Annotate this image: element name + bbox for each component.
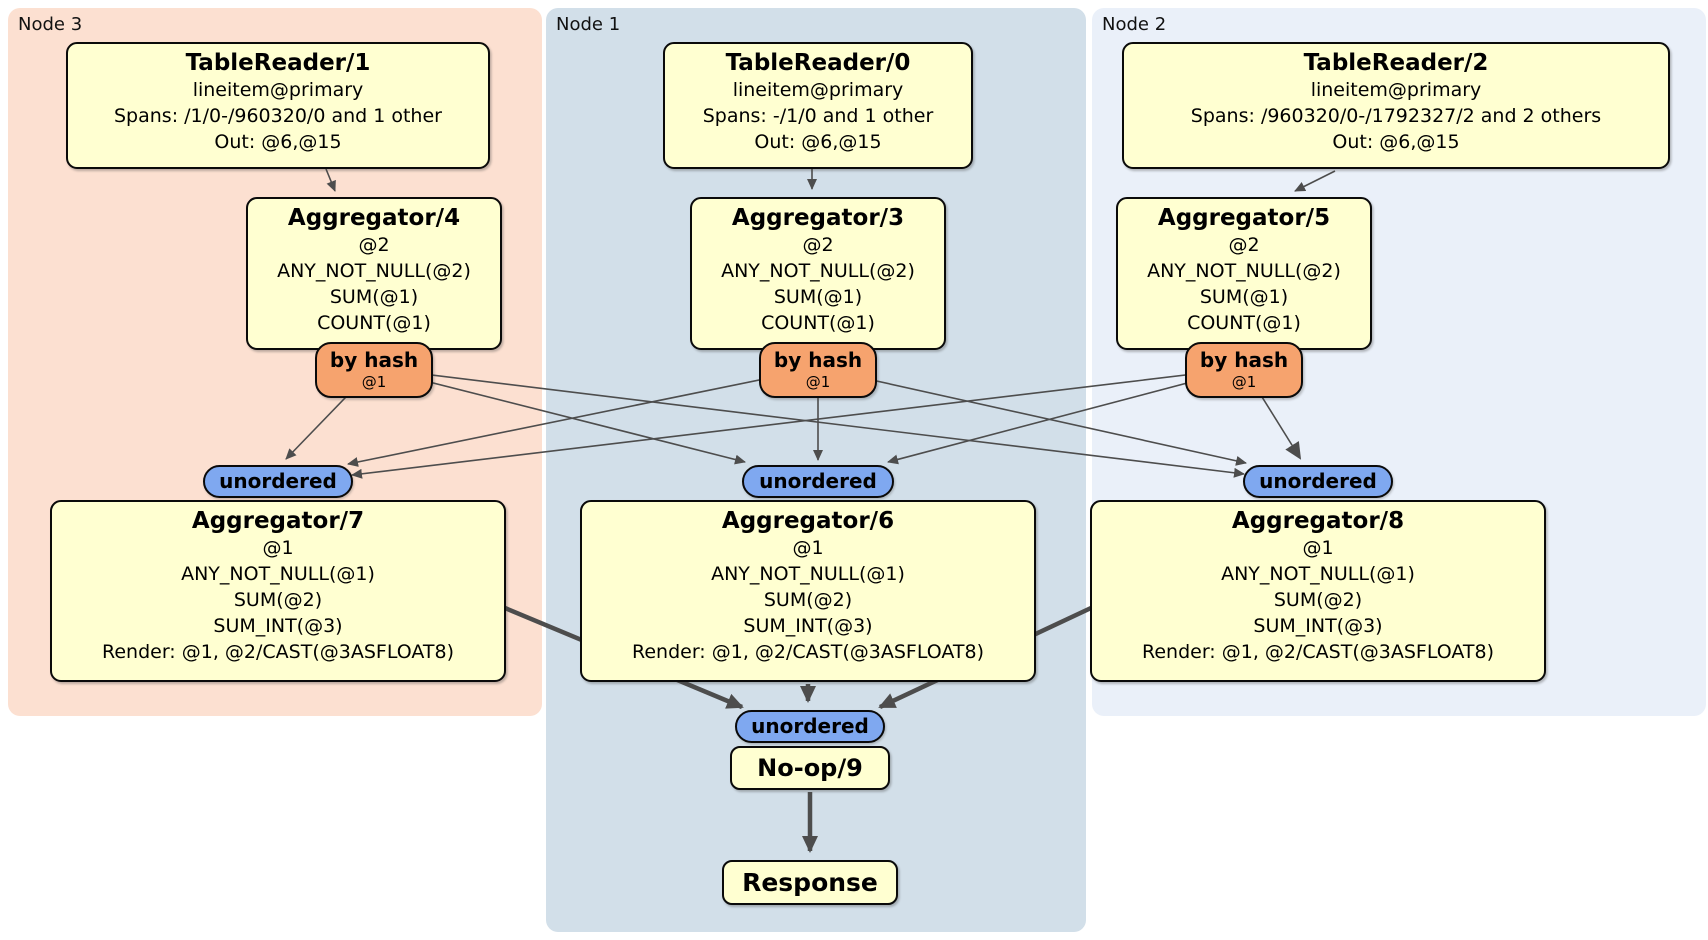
stream-unordered-badge: unordered [1243,465,1393,498]
processor-detail-line: SUM(@1) [1199,286,1289,308]
processor-aggregator-7: Aggregator/7 @1 ANY_NOT_NULL(@1) SUM(@2)… [50,500,506,682]
stream-unordered-badge: unordered [735,710,885,743]
processor-detail-line: Render: @1, @2/CAST(@3ASFLOAT8) [102,641,454,663]
processor-tablereader-0: TableReader/0 lineitem@primary Spans: -/… [663,42,973,169]
processor-detail-line: SUM(@1) [329,286,419,308]
processor-title: Aggregator/5 [1157,205,1331,231]
processor-detail-line: Spans: /1/0-/960320/0 and 1 other [114,105,442,127]
processor-detail-line: Render: @1, @2/CAST(@3ASFLOAT8) [632,641,984,663]
processor-detail-line: @2 [1228,234,1260,256]
processor-detail-line: Spans: /960320/0-/1792327/2 and 2 others [1190,105,1602,127]
processor-detail-line: ANY_NOT_NULL(@2) [277,260,471,282]
processor-detail-line: SUM(@2) [1273,589,1363,611]
processor-detail-line: SUM(@2) [233,589,323,611]
processor-title: Aggregator/7 [191,508,365,534]
panel-label-node1: Node 1 [556,14,621,35]
router-by-hash-columns: @1 [1231,373,1257,391]
processor-title: Aggregator/4 [287,205,461,231]
router-by-hash-label: by hash [1199,348,1289,372]
processor-aggregator-3: Aggregator/3 @2 ANY_NOT_NULL(@2) SUM(@1)… [690,197,946,350]
processor-title: Aggregator/6 [721,508,895,534]
router-by-hash-label: by hash [773,348,863,372]
processor-detail-line: Out: @6,@15 [1332,131,1460,153]
processor-detail-line: @1 [792,537,824,559]
processor-aggregator-6: Aggregator/6 @1 ANY_NOT_NULL(@1) SUM(@2)… [580,500,1036,682]
processor-detail-line: SUM(@1) [773,286,863,308]
processor-detail-line: SUM_INT(@3) [213,615,343,637]
router-by-hash-label: by hash [329,348,419,372]
processor-detail-line: ANY_NOT_NULL(@2) [721,260,915,282]
processor-detail-line: lineitem@primary [732,79,904,101]
response-node: Response [722,860,898,905]
processor-detail-line: ANY_NOT_NULL(@1) [711,563,905,585]
router-by-hash-badge: by hash @1 [315,342,433,398]
processor-detail-line: Render: @1, @2/CAST(@3ASFLOAT8) [1142,641,1494,663]
processor-detail-line: lineitem@primary [1310,79,1482,101]
processor-detail-line: SUM_INT(@3) [1253,615,1383,637]
stream-unordered-badge: unordered [742,465,894,498]
router-by-hash-columns: @1 [805,373,831,391]
processor-noop-9: No-op/9 [730,746,890,790]
processor-detail-line: Spans: -/1/0 and 1 other [702,105,934,127]
processor-aggregator-4: Aggregator/4 @2 ANY_NOT_NULL(@2) SUM(@1)… [246,197,502,350]
processor-tablereader-1: TableReader/1 lineitem@primary Spans: /1… [66,42,490,169]
processor-detail-line: lineitem@primary [192,79,364,101]
router-by-hash-badge: by hash @1 [1185,342,1303,398]
processor-detail-line: ANY_NOT_NULL(@1) [181,563,375,585]
processor-title: TableReader/0 [725,50,911,76]
processor-detail-line: @2 [358,234,390,256]
processor-detail-line: Out: @6,@15 [214,131,342,153]
processor-detail-line: @1 [262,537,294,559]
router-by-hash-badge: by hash @1 [759,342,877,398]
processor-title: Aggregator/3 [731,205,905,231]
processor-detail-line: ANY_NOT_NULL(@1) [1221,563,1415,585]
processor-title: TableReader/2 [1303,50,1489,76]
stream-unordered-badge: unordered [203,465,353,498]
processor-detail-line: COUNT(@1) [1187,312,1301,334]
processor-detail-line: SUM_INT(@3) [743,615,873,637]
processor-detail-line: COUNT(@1) [761,312,875,334]
processor-tablereader-2: TableReader/2 lineitem@primary Spans: /9… [1122,42,1670,169]
processor-detail-line: ANY_NOT_NULL(@2) [1147,260,1341,282]
processor-aggregator-5: Aggregator/5 @2 ANY_NOT_NULL(@2) SUM(@1)… [1116,197,1372,350]
panel-label-node2: Node 2 [1102,14,1167,35]
panel-label-node3: Node 3 [18,14,83,35]
processor-detail-line: Out: @6,@15 [754,131,882,153]
router-by-hash-columns: @1 [361,373,387,391]
processor-detail-line: COUNT(@1) [317,312,431,334]
processor-detail-line: @1 [1302,537,1334,559]
processor-aggregator-8: Aggregator/8 @1 ANY_NOT_NULL(@1) SUM(@2)… [1090,500,1546,682]
processor-detail-line: @2 [802,234,834,256]
processor-title: TableReader/1 [185,50,371,76]
processor-detail-line: SUM(@2) [763,589,853,611]
processor-title: Aggregator/8 [1231,508,1405,534]
